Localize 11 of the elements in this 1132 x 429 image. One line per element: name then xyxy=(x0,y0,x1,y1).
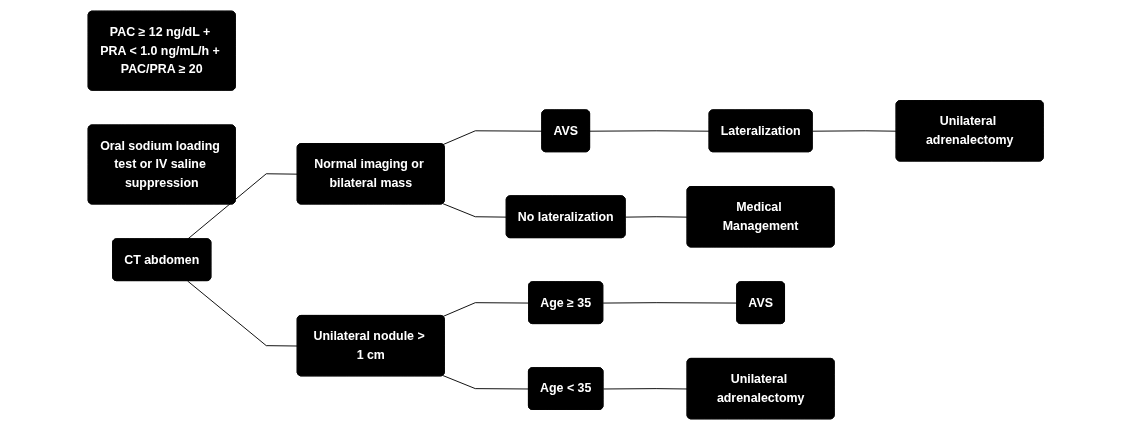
connector xyxy=(603,387,689,389)
connector xyxy=(602,301,738,304)
connector xyxy=(442,202,508,218)
connector xyxy=(442,129,543,145)
connector xyxy=(812,129,898,132)
connector xyxy=(187,172,299,240)
connector xyxy=(625,215,689,218)
connector xyxy=(589,129,711,132)
connector xyxy=(442,374,530,389)
connector xyxy=(187,280,299,346)
connector xyxy=(442,301,530,317)
